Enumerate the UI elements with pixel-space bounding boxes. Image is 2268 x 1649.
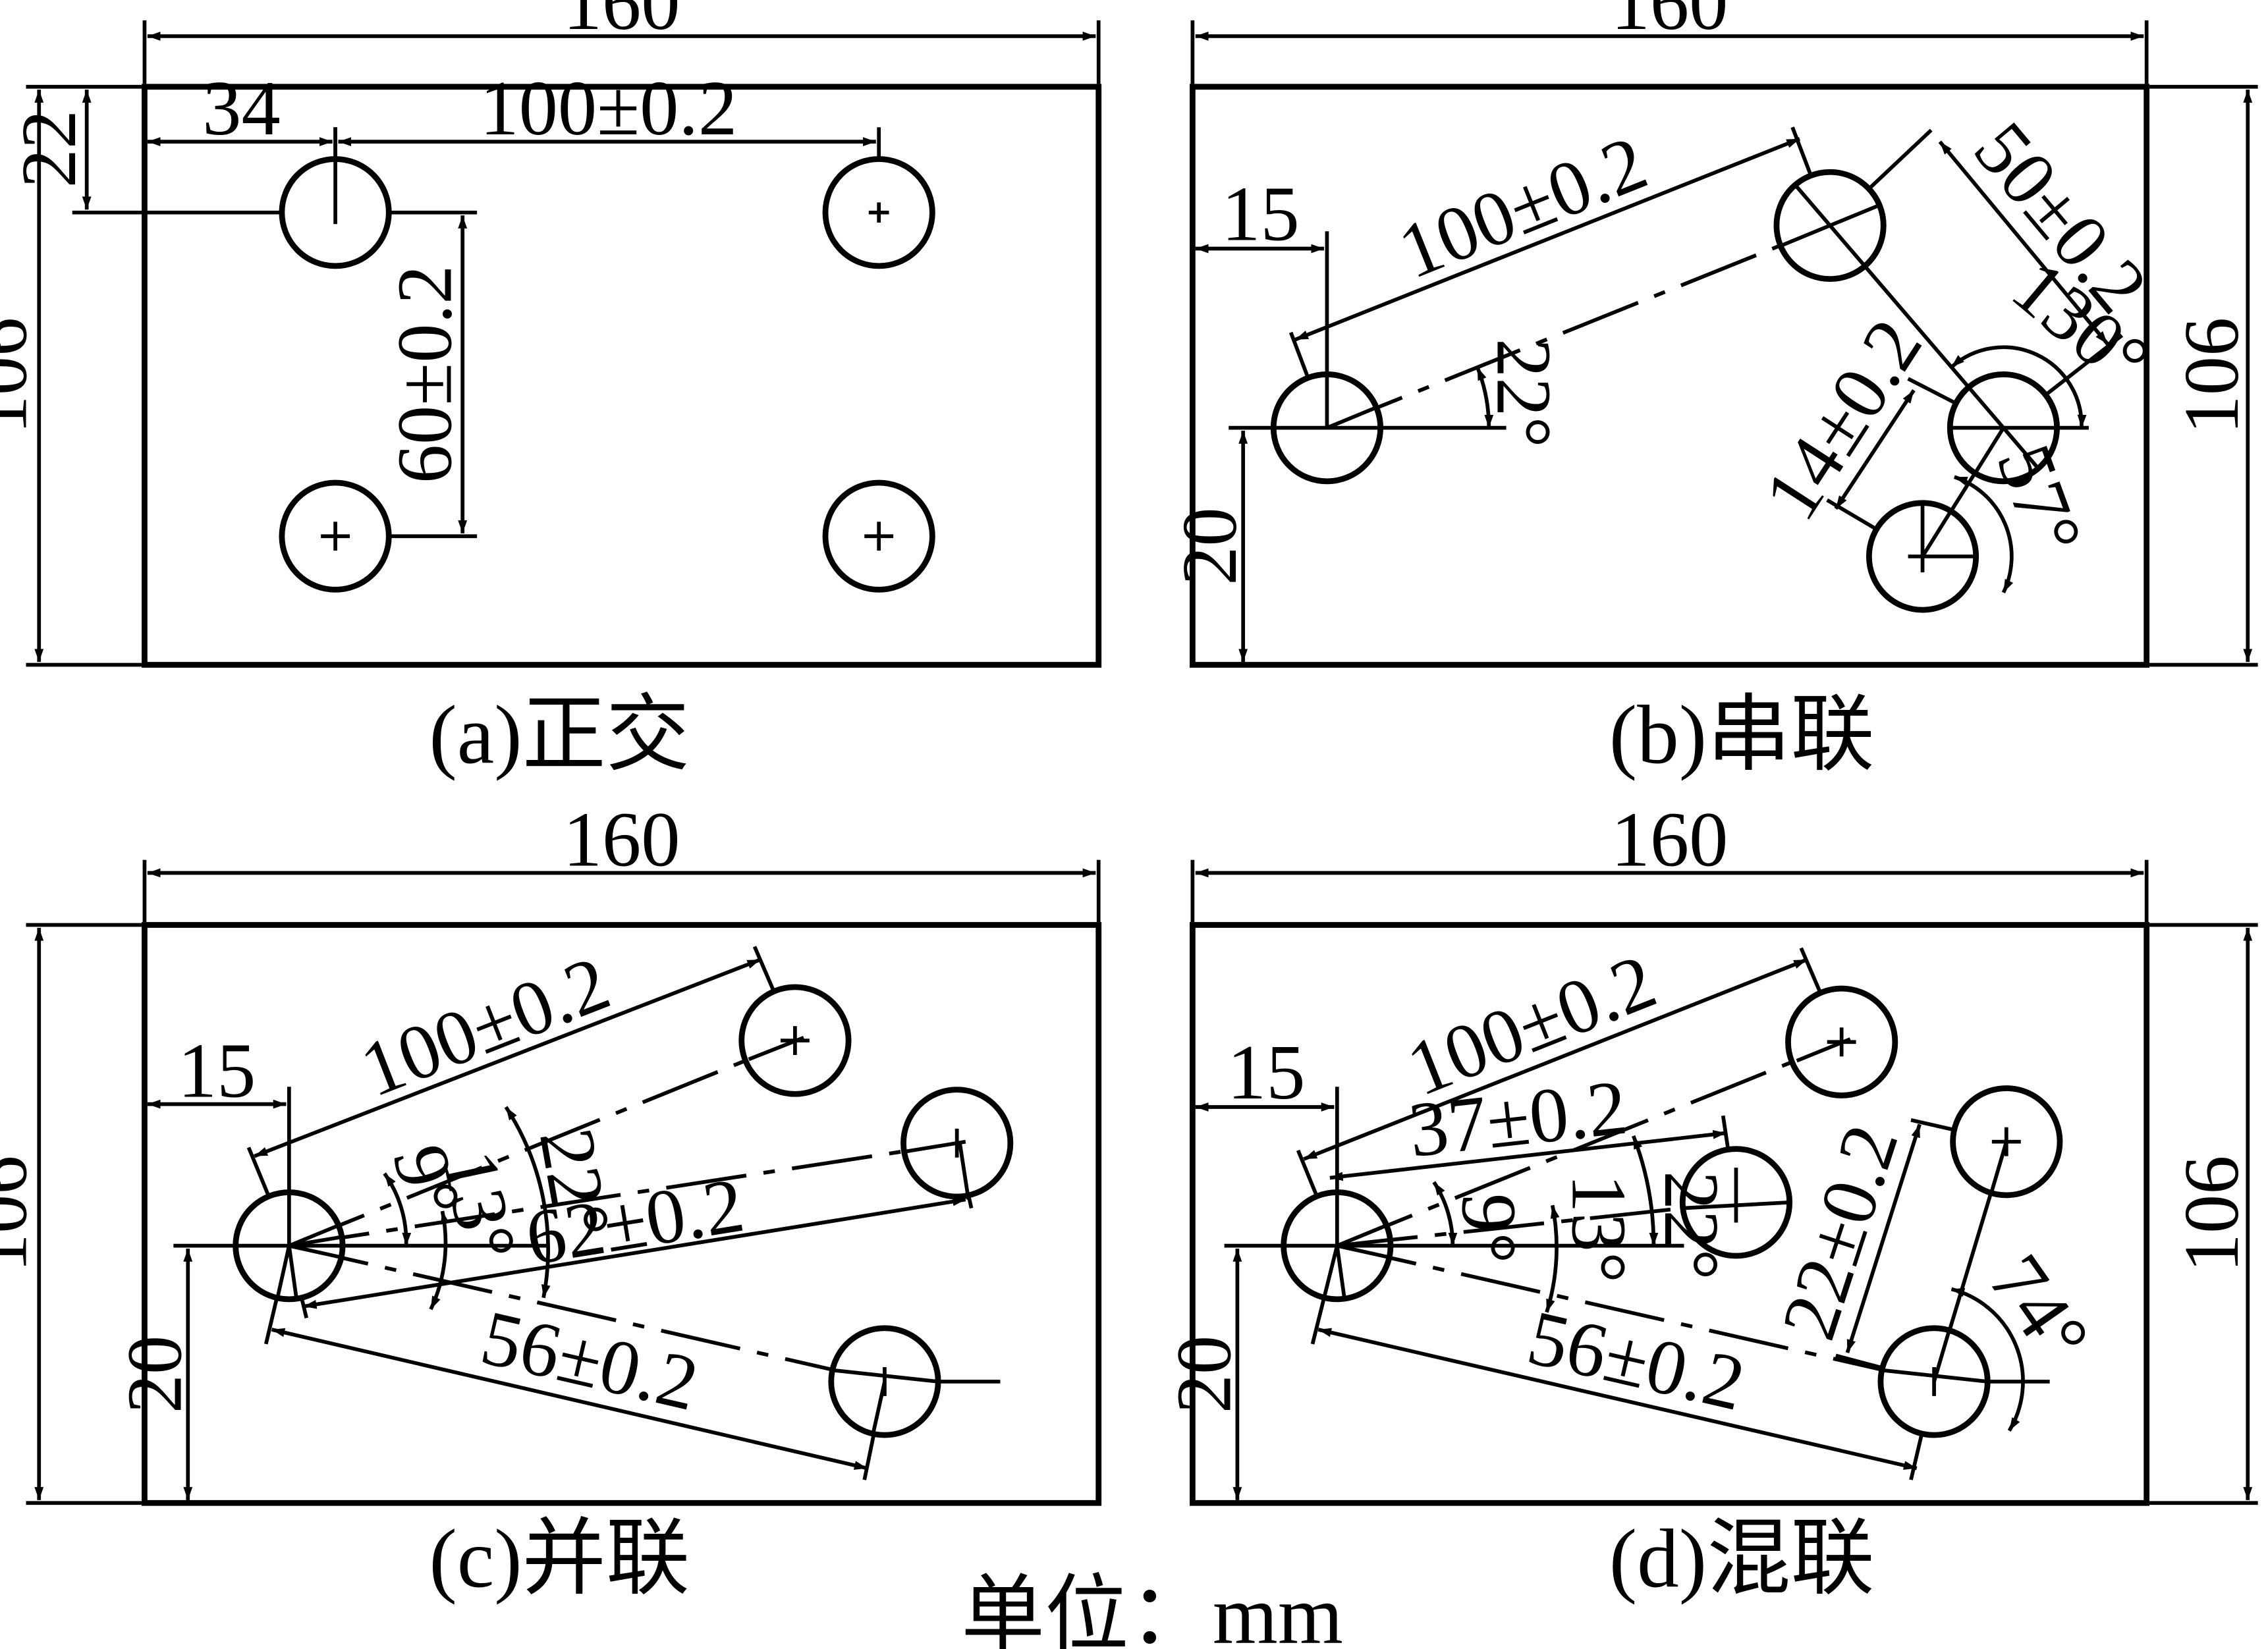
dim-line-d2-b (1938, 140, 2109, 346)
label-d1-c: 100±0.2 (349, 939, 621, 1114)
plate-c (142, 922, 1102, 1506)
label-ang3-d: 22° (1648, 1171, 1735, 1280)
dim-line-d3-b (1834, 389, 1916, 510)
panel-a: 160 106 22 34 100±0.2 60±0.2 (a)正交 (0, 0, 1102, 782)
dim-line-d1-b (1294, 137, 1801, 342)
label-bottom-d: 20 (1160, 1336, 1247, 1413)
label-ang2-d: 13° (1555, 1174, 1642, 1283)
dim-line-d4-d (1845, 1123, 1922, 1353)
caption-a: (a)正交 (429, 689, 690, 782)
dim-line-d2-d (1329, 1129, 1727, 1181)
label-ang3-c: 22° (523, 1122, 628, 1245)
caption-c: (c)并联 (429, 1513, 690, 1606)
label-height-d: 106 (2168, 1156, 2255, 1273)
arc-ang3-b (1953, 475, 2014, 594)
plate-d (1189, 922, 2150, 1506)
label-ang1-d: 9° (1446, 1193, 1533, 1264)
label-left-b: 15 (1221, 170, 1299, 257)
arc-ang4-d (1950, 1287, 2025, 1432)
label-d4-d: 22±0.2 (1765, 1114, 1915, 1349)
dim-line-d1-c (254, 958, 761, 1158)
label-width-c: 160 (563, 796, 680, 883)
label-left-a: 34 (202, 65, 280, 151)
label-spacing-x-a: 100±0.2 (480, 65, 737, 151)
label-height-b: 106 (2168, 317, 2255, 435)
arc-ang1-b (1476, 366, 1494, 428)
dim-line-d3-c (271, 1328, 868, 1471)
label-height-c: 106 (0, 1156, 43, 1273)
label-top-a: 22 (5, 110, 92, 188)
label-bottom-c: 20 (111, 1336, 198, 1413)
label-ang2-c: 13° (426, 1143, 534, 1268)
arc-ang2-b (1950, 345, 2087, 428)
label-width-d: 160 (1611, 796, 1729, 883)
dim-line-d3-d (1317, 1328, 1918, 1471)
arc-ang3-d (1631, 1135, 1659, 1246)
panel-c: 160 106 15 20 100±0.2 62±0.2 56±0.2 9° 1… (0, 796, 1102, 1606)
caption-d: (d)混联 (1609, 1513, 1875, 1606)
label-ang1-b: 22° (1480, 338, 1567, 448)
panel-d: 160 106 15 20 100±0.2 37±0.2 56±0.2 22±0… (1160, 796, 2258, 1606)
label-width-b: 160 (1611, 0, 1729, 46)
label-ang4-d: 74° (1973, 1239, 2107, 1378)
arc-ang1-c (383, 1172, 412, 1246)
label-height-a: 106 (0, 317, 43, 435)
dim-line-d2-c (303, 1197, 966, 1309)
label-left-c: 15 (178, 1027, 256, 1114)
arc-ang2-c (429, 1210, 450, 1311)
dim-line-d1-d (1303, 958, 1808, 1161)
arc-ang2-d (1545, 1204, 1560, 1313)
label-left-d: 15 (1227, 1029, 1305, 1116)
label-width-a: 160 (563, 0, 680, 46)
plate-b (1189, 84, 2150, 668)
arc-ang1-d (1432, 1181, 1458, 1246)
panel-b: 160 106 15 20 100±0.2 50±0.2 14±0.2 22° … (1166, 0, 2258, 782)
label-spacing-y-a: 60±0.2 (381, 265, 468, 484)
caption-b: (b)串联 (1609, 689, 1875, 782)
unit-label: 单位：mm (961, 1569, 1343, 1649)
label-bottom-b: 20 (1166, 507, 1253, 585)
label-d1-b: 100±0.2 (1387, 119, 1658, 295)
arc-ang3-c (504, 1106, 551, 1299)
plate-a (142, 84, 1102, 668)
